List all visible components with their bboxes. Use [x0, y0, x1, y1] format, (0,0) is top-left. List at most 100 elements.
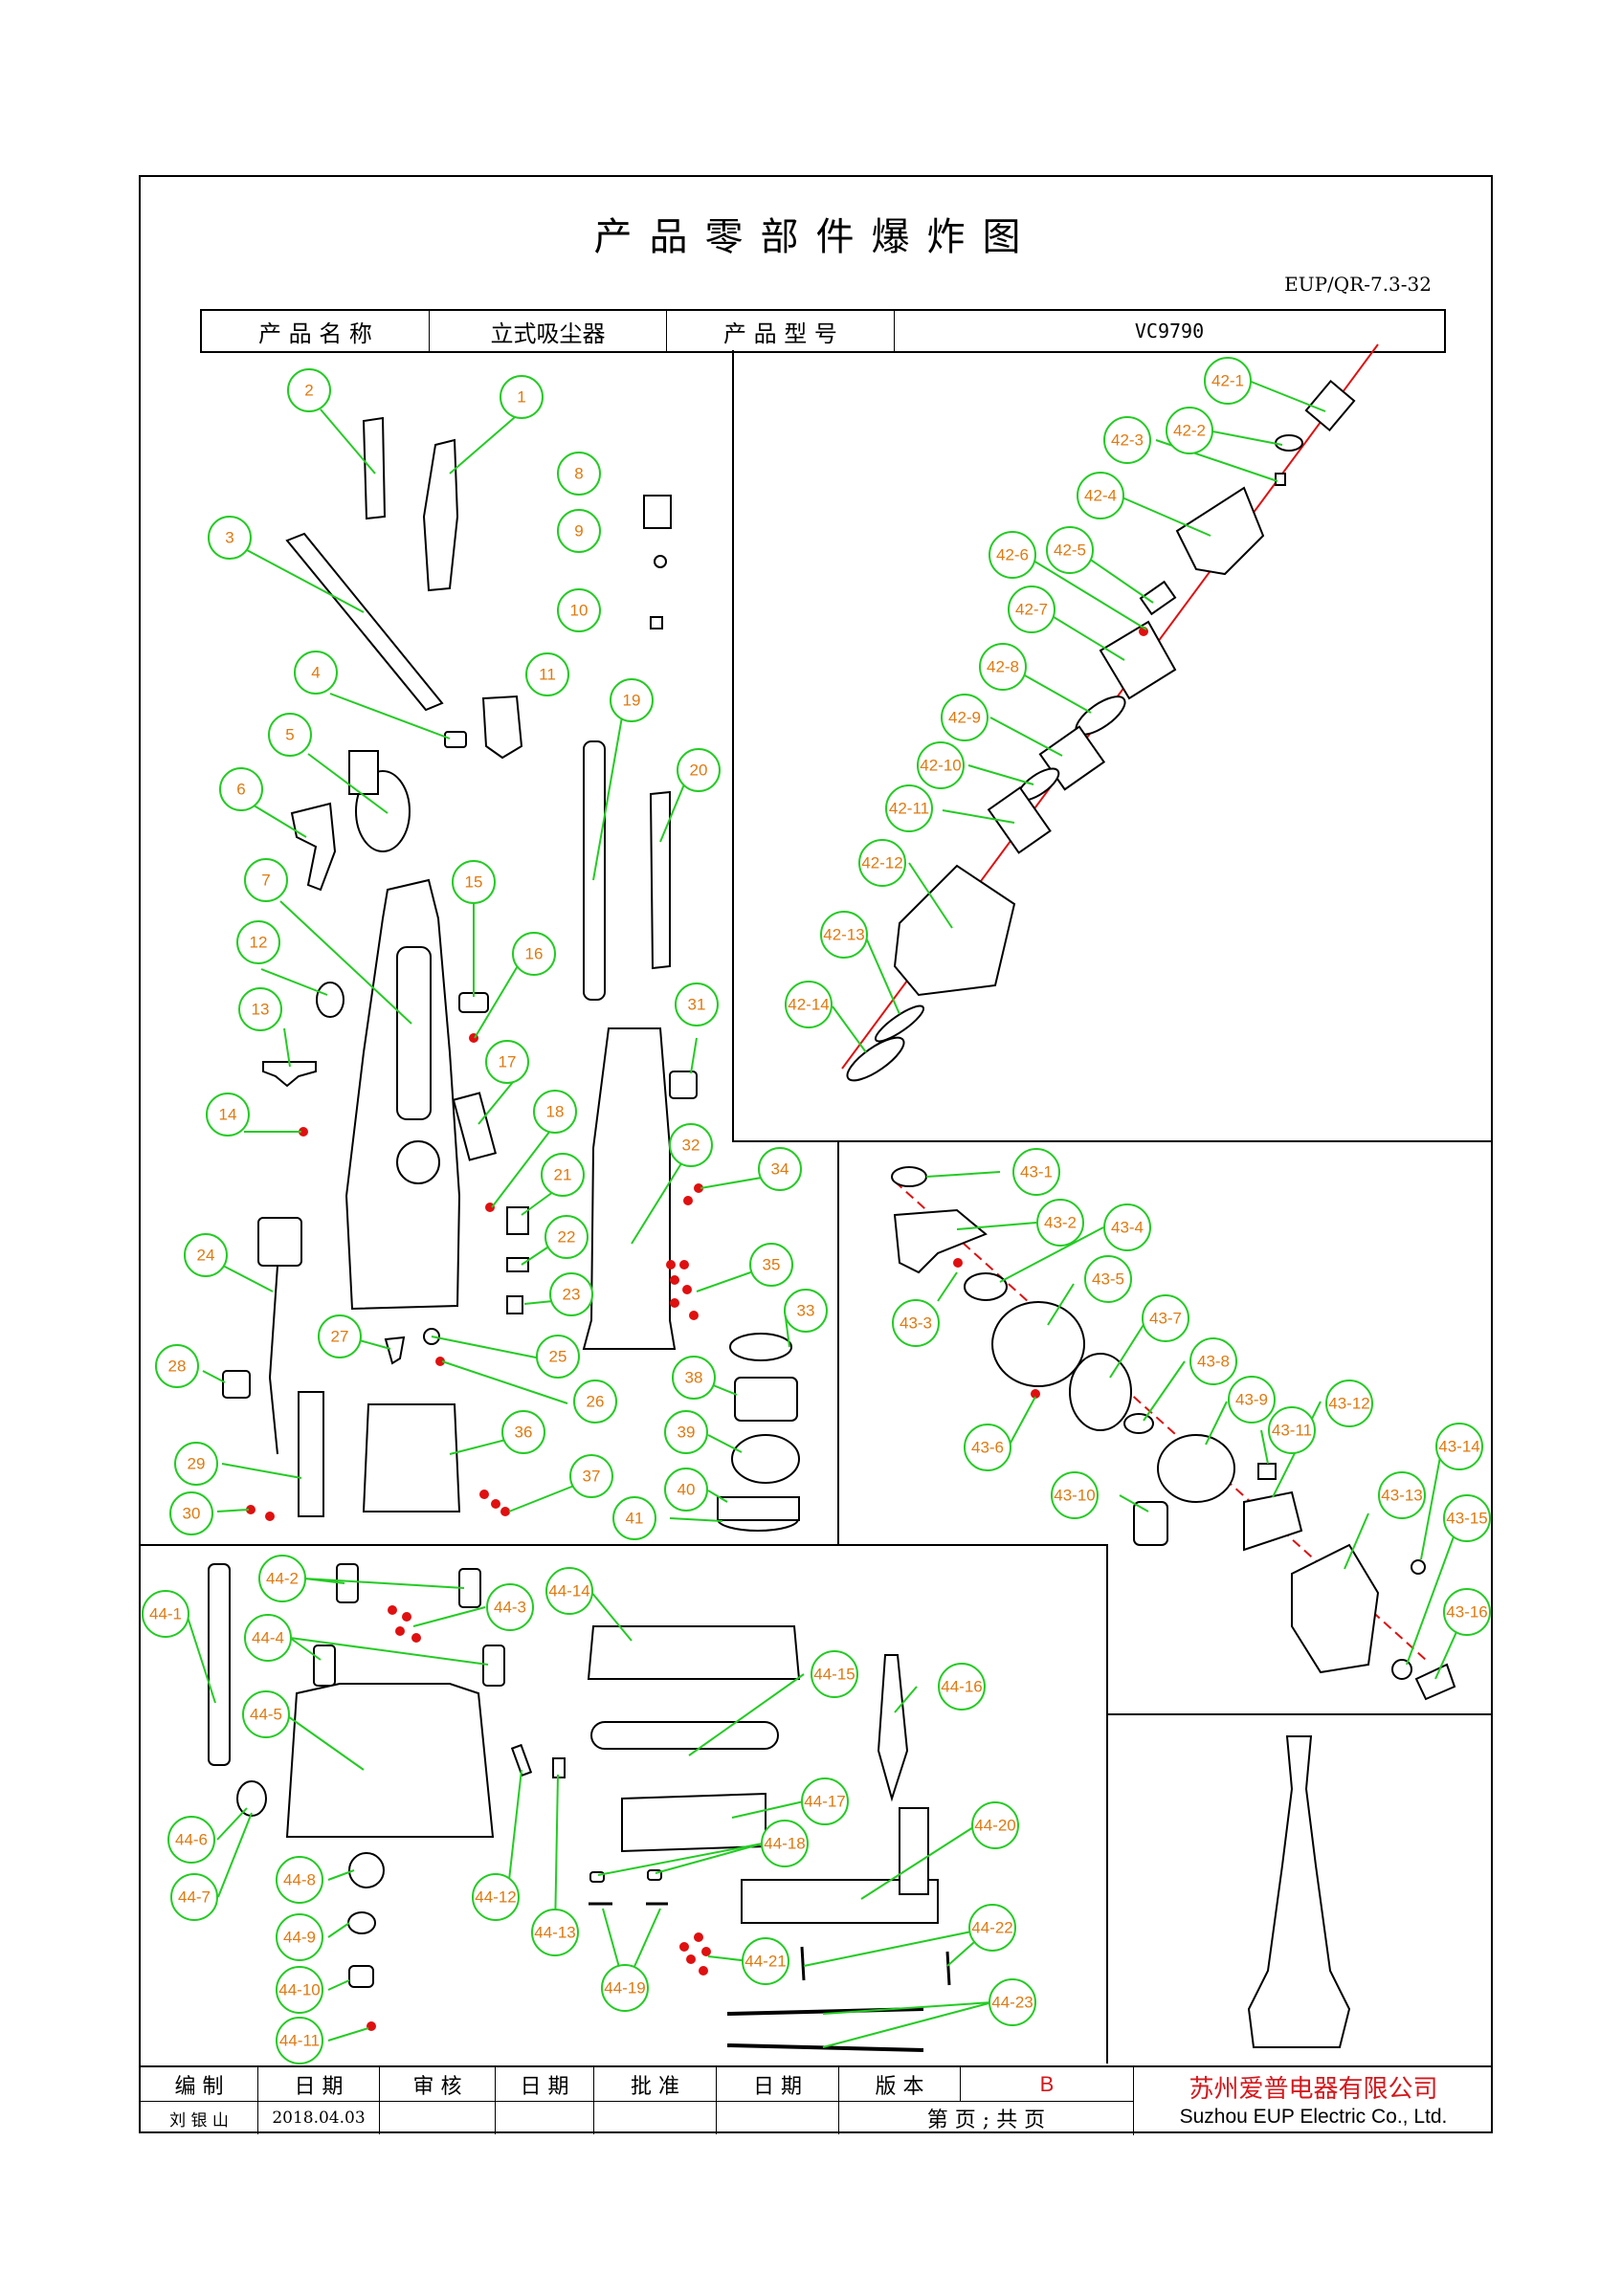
- svg-text:44-12: 44-12: [475, 1888, 516, 1907]
- product-model-value: VC9790: [1134, 320, 1205, 342]
- callout-26: 26: [573, 1380, 617, 1424]
- svg-text:17: 17: [499, 1053, 517, 1071]
- callout-42-8: 42-8: [979, 643, 1027, 691]
- svg-text:7: 7: [261, 872, 270, 890]
- callout-36: 36: [501, 1410, 545, 1454]
- company-name-cn: 苏州爱普电器有限公司: [1189, 2075, 1438, 2104]
- callout-38: 38: [672, 1356, 716, 1400]
- callout-44-15: 44-15: [811, 1650, 858, 1698]
- callout-42-12: 42-12: [858, 839, 906, 887]
- svg-text:6: 6: [236, 781, 245, 799]
- review-label: 审 核: [380, 2067, 496, 2101]
- svg-text:42-5: 42-5: [1054, 541, 1086, 560]
- callout-44-11: 44-11: [276, 2017, 323, 2064]
- callout-41: 41: [612, 1496, 656, 1540]
- compiler-name: 刘 银 山: [141, 2102, 258, 2134]
- svg-text:42-14: 42-14: [788, 996, 829, 1014]
- svg-text:18: 18: [546, 1103, 565, 1121]
- svg-text:44-7: 44-7: [178, 1888, 211, 1907]
- callout-42-10: 42-10: [917, 741, 965, 789]
- svg-text:36: 36: [515, 1424, 533, 1442]
- callout-21: 21: [541, 1153, 585, 1197]
- svg-text:10: 10: [570, 602, 589, 620]
- svg-text:9: 9: [574, 522, 583, 541]
- svg-text:44-20: 44-20: [974, 1817, 1015, 1835]
- svg-text:25: 25: [549, 1348, 567, 1366]
- assembly-axis-43: [894, 1181, 1427, 1661]
- callout-11: 11: [525, 652, 569, 696]
- callout-14: 14: [206, 1093, 250, 1137]
- review-empty: [380, 2102, 496, 2134]
- callout-43-12: 43-12: [1325, 1380, 1373, 1427]
- product-name-value: 立式吸尘器: [430, 311, 667, 351]
- callout-43-1: 43-1: [1012, 1148, 1060, 1196]
- callout-44-18: 44-18: [761, 1820, 809, 1867]
- svg-text:44-10: 44-10: [278, 1981, 320, 1999]
- callout-44-22: 44-22: [968, 1904, 1016, 1952]
- svg-text:43-5: 43-5: [1092, 1270, 1124, 1289]
- svg-text:42-3: 42-3: [1111, 431, 1144, 450]
- svg-text:44-9: 44-9: [283, 1929, 316, 1947]
- callout-6: 6: [219, 767, 263, 811]
- svg-text:34: 34: [771, 1160, 789, 1179]
- svg-text:44-5: 44-5: [250, 1706, 282, 1724]
- callout-3: 3: [208, 516, 252, 560]
- callout-44-23: 44-23: [989, 1978, 1036, 2026]
- svg-text:19: 19: [623, 692, 641, 710]
- svg-text:38: 38: [685, 1369, 703, 1387]
- callout-44-14: 44-14: [545, 1567, 593, 1615]
- date-empty-3: [717, 2102, 839, 2134]
- callout-44-7: 44-7: [170, 1873, 218, 1921]
- svg-text:43-10: 43-10: [1054, 1487, 1095, 1505]
- callout-22: 22: [544, 1215, 589, 1259]
- svg-text:44-8: 44-8: [283, 1871, 316, 1889]
- svg-text:43-15: 43-15: [1446, 1510, 1487, 1528]
- svg-text:44-2: 44-2: [266, 1570, 299, 1588]
- svg-text:43-12: 43-12: [1328, 1395, 1369, 1413]
- svg-text:4: 4: [311, 664, 320, 682]
- callout-43-4: 43-4: [1103, 1203, 1151, 1251]
- svg-text:43-14: 43-14: [1438, 1438, 1479, 1456]
- svg-text:44-11: 44-11: [279, 2032, 320, 2050]
- title-block: 编 制 日 期 审 核 日 期 批 准 日 期 版 本 B 刘 银 山 2018…: [141, 2065, 1491, 2135]
- callout-43-5: 43-5: [1084, 1255, 1132, 1303]
- svg-text:20: 20: [690, 762, 708, 780]
- svg-text:42-7: 42-7: [1015, 601, 1048, 619]
- callout-18: 18: [533, 1090, 577, 1134]
- product-name-label: 产 品 名 称: [202, 311, 430, 351]
- svg-text:37: 37: [583, 1468, 601, 1486]
- svg-text:43-13: 43-13: [1381, 1487, 1422, 1505]
- callout-44-10: 44-10: [276, 1966, 323, 2014]
- callout-29: 29: [174, 1442, 218, 1486]
- callout-42-6: 42-6: [989, 531, 1036, 579]
- callout-42-2: 42-2: [1166, 407, 1213, 454]
- approve-empty: [594, 2102, 717, 2134]
- svg-text:44-16: 44-16: [941, 1678, 982, 1696]
- callout-42-14: 42-14: [785, 981, 833, 1028]
- callout-44-1: 44-1: [142, 1590, 189, 1638]
- svg-text:3: 3: [225, 529, 233, 547]
- callout-42-4: 42-4: [1077, 472, 1124, 519]
- svg-text:42-6: 42-6: [996, 546, 1029, 564]
- callout-44-12: 44-12: [472, 1873, 520, 1921]
- callout-28: 28: [155, 1344, 199, 1388]
- callout-15: 15: [452, 860, 496, 904]
- svg-text:43-9: 43-9: [1235, 1391, 1268, 1409]
- callout-44-4: 44-4: [244, 1614, 292, 1662]
- callout-34: 34: [758, 1147, 802, 1191]
- svg-text:2: 2: [304, 382, 313, 400]
- date-empty-2: [496, 2102, 594, 2134]
- callout-42-9: 42-9: [941, 694, 989, 741]
- callout-33: 33: [784, 1289, 828, 1333]
- svg-text:42-10: 42-10: [920, 757, 961, 775]
- date-label-1: 日 期: [258, 2067, 380, 2101]
- callout-8: 8: [557, 452, 601, 496]
- callout-43-10: 43-10: [1051, 1471, 1099, 1519]
- svg-text:30: 30: [183, 1505, 201, 1523]
- svg-text:44-15: 44-15: [813, 1666, 855, 1684]
- svg-text:27: 27: [331, 1328, 349, 1346]
- svg-text:43-2: 43-2: [1044, 1214, 1077, 1232]
- callout-42-13: 42-13: [820, 911, 868, 959]
- svg-text:44-4: 44-4: [252, 1629, 284, 1647]
- callout-43-6: 43-6: [964, 1424, 1011, 1471]
